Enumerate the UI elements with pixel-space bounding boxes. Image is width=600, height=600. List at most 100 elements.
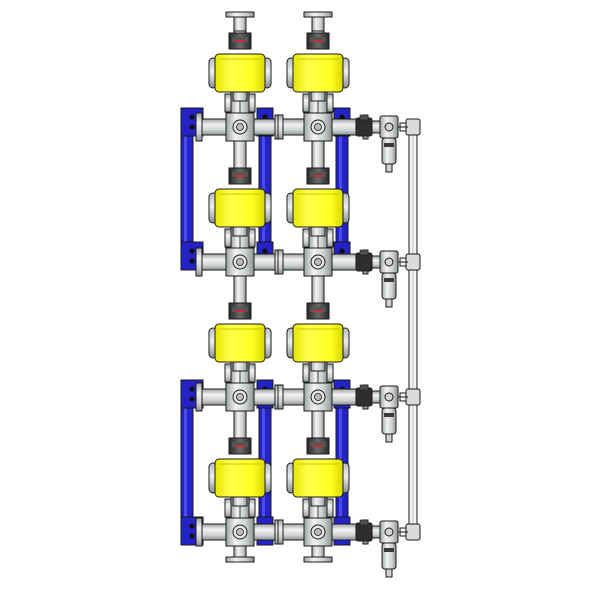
actuator-stem-coupling	[310, 496, 326, 507]
bracket-slot	[232, 442, 248, 447]
inlet-neck	[233, 16, 247, 32]
actuator-stem-coupling	[232, 361, 248, 372]
position-indicator	[313, 175, 323, 177]
cross-port-inner	[236, 528, 244, 536]
frame-upright-highlight	[184, 384, 187, 541]
regulator-gauge	[384, 392, 394, 402]
bottom-outlet	[225, 545, 255, 563]
position-indicator	[235, 445, 245, 447]
filter-drain	[385, 163, 393, 173]
bracket-slot	[310, 172, 326, 177]
manifold-tee	[277, 382, 369, 412]
position-indicator	[313, 445, 323, 447]
cross-port-inner	[314, 393, 322, 401]
manifold-tee	[195, 517, 281, 547]
solenoid-coil-top	[359, 519, 369, 526]
bottom-outlet	[303, 545, 333, 563]
pneumatic-actuator	[208, 437, 272, 507]
filter-regulator	[355, 249, 408, 308]
outlet-neck	[311, 545, 325, 559]
blind-flange	[195, 247, 203, 277]
header-flange	[277, 519, 284, 545]
filter-bowl	[381, 272, 397, 300]
actuator-stem-coupling	[310, 91, 326, 102]
inlet-flange	[303, 11, 333, 18]
fitting	[371, 120, 381, 134]
filter-drain	[385, 433, 393, 443]
frame-bolt-hole	[189, 386, 195, 392]
filter-band	[384, 143, 394, 147]
actuator-yellow-body	[292, 53, 344, 93]
frame-bolt-hole	[189, 258, 195, 264]
actuator-yellow-body	[292, 188, 344, 228]
pneumatic-actuator	[208, 302, 272, 372]
frame-bolt-hole	[189, 124, 195, 130]
fitting	[371, 390, 381, 404]
blind-flange	[195, 382, 203, 412]
solenoid-coil-top	[359, 249, 369, 256]
cross-port-inner	[236, 123, 244, 131]
inlet-neck	[311, 16, 325, 32]
position-indicator	[235, 175, 245, 177]
actuator-yellow-body	[292, 458, 344, 498]
fitting	[371, 255, 381, 269]
pneumatic-actuator	[286, 32, 350, 102]
actuator-stem-coupling	[232, 91, 248, 102]
bracket-slot	[310, 307, 326, 312]
blind-flange	[195, 112, 203, 142]
frame-upright-highlight	[262, 112, 265, 266]
filter-band	[384, 278, 394, 282]
solenoid-block	[355, 252, 373, 272]
outlet-neck	[233, 545, 247, 559]
actuator-yellow-body	[214, 323, 266, 363]
filter-band	[384, 548, 394, 552]
frame-bolt-hole	[189, 523, 195, 529]
cross-port-inner	[314, 123, 322, 131]
valve-column-right	[277, 11, 369, 563]
cross-port-inner	[236, 258, 244, 266]
inlet-flange	[225, 11, 255, 18]
actuator-yellow-body	[214, 458, 266, 498]
fitting	[371, 525, 381, 539]
side-blind-flange	[195, 382, 203, 412]
frame-bolt-hole	[189, 396, 195, 402]
solenoid-block	[355, 387, 373, 407]
manifold-tee	[277, 517, 369, 547]
tube-tee-fitting	[405, 523, 421, 541]
filter-band	[384, 413, 394, 417]
actuator-yellow-body	[292, 323, 344, 363]
filter-bowl	[381, 407, 397, 435]
bracket-slot	[232, 172, 248, 177]
header-flange	[277, 114, 284, 140]
pneumatic-actuator	[286, 302, 350, 372]
position-indicator	[313, 310, 323, 312]
top-inlet	[225, 11, 255, 32]
frame-bolt-hole	[339, 248, 345, 254]
actuator-stem-coupling	[232, 226, 248, 237]
pneumatic-actuator	[208, 167, 272, 237]
frame-bolt-hole	[262, 248, 268, 254]
parts-layer	[195, 11, 408, 578]
actuator-yellow-body	[214, 53, 266, 93]
header-flange	[277, 249, 284, 275]
tube-tee-fitting	[405, 253, 421, 271]
tube-tee-fitting	[405, 118, 421, 136]
outlet-flange	[303, 556, 333, 563]
solenoid-coil-top	[359, 114, 369, 121]
actuator-stem-coupling	[310, 226, 326, 237]
cross-port-inner	[236, 393, 244, 401]
bracket-slot	[232, 37, 248, 42]
actuator-yellow-body	[214, 188, 266, 228]
filter-drain	[385, 298, 393, 308]
filter-regulator	[355, 114, 408, 173]
side-blind-flange	[195, 112, 203, 142]
frame-bolt-hole	[189, 533, 195, 539]
filter-drain	[385, 568, 393, 578]
frame-upright-highlight	[184, 112, 187, 266]
solenoid-block	[355, 522, 373, 542]
pipe-layer	[399, 118, 421, 541]
cross-port-inner	[314, 528, 322, 536]
position-indicator	[313, 40, 323, 42]
bracket-slot	[310, 37, 326, 42]
